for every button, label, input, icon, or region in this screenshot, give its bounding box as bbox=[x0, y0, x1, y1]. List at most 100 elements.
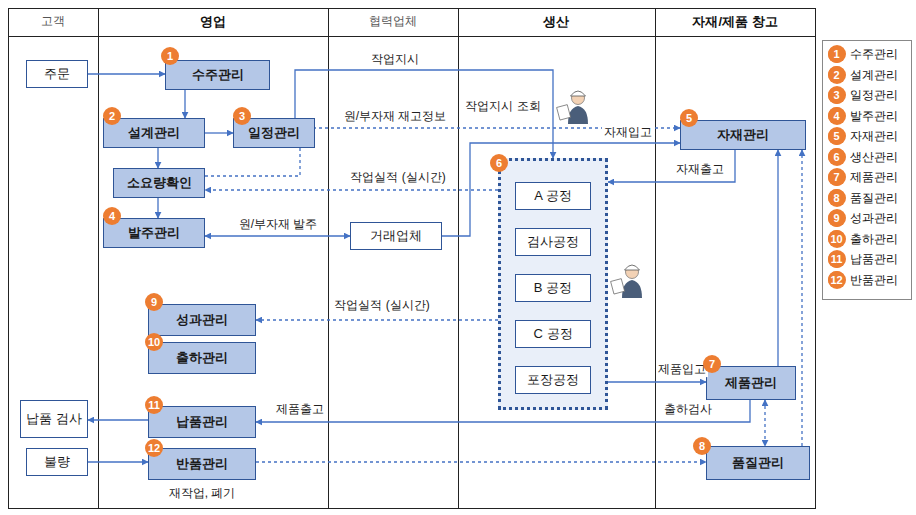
process-box: 주문 bbox=[26, 60, 88, 88]
box-text: 불량 bbox=[44, 454, 70, 470]
box-text: 자재관리 bbox=[717, 127, 769, 143]
box-text: 소요량확인 bbox=[127, 175, 192, 191]
box-text: 납품 검사 bbox=[26, 411, 82, 427]
worker-body bbox=[568, 106, 588, 124]
callout-number: 2 bbox=[828, 66, 846, 84]
legend-text: 설계관리 bbox=[850, 66, 898, 83]
edge-label: 자재출고 bbox=[674, 163, 726, 177]
legend-text: 반품관리 bbox=[850, 271, 898, 288]
process-box: 검사공정 bbox=[515, 228, 591, 256]
callout-number: 4 bbox=[828, 107, 846, 125]
connector bbox=[157, 198, 158, 218]
worker-paper bbox=[611, 279, 625, 294]
worker-helmet bbox=[571, 91, 586, 96]
box-text: 일정관리 bbox=[248, 125, 300, 141]
connector bbox=[256, 319, 498, 320]
callout-number: 11 bbox=[828, 250, 846, 268]
worker-body bbox=[622, 280, 642, 298]
connector bbox=[205, 189, 498, 190]
callout-number: 9 bbox=[828, 209, 846, 227]
lane-title: 고객 bbox=[41, 15, 65, 29]
box-text: 품질관리 bbox=[732, 455, 784, 471]
box-text: 발주관리 bbox=[128, 225, 180, 241]
note-label: 재작업, 폐기 bbox=[167, 487, 238, 501]
connector bbox=[184, 90, 185, 118]
process-box: 소요량확인 bbox=[113, 168, 205, 198]
connector bbox=[205, 132, 233, 133]
connector bbox=[205, 235, 350, 236]
callout-number: 8 bbox=[828, 189, 846, 207]
connector bbox=[801, 150, 802, 446]
lane-divider bbox=[458, 8, 459, 508]
box-text: 납품관리 bbox=[176, 414, 228, 430]
lane-lines bbox=[8, 8, 816, 509]
frame bbox=[9, 9, 816, 509]
callout-number: 1 bbox=[161, 47, 179, 65]
legend-text: 수주관리 bbox=[850, 46, 898, 63]
callout-number: 11 bbox=[145, 396, 163, 414]
legend-text: 발주관리 bbox=[850, 107, 898, 124]
note-label: 작업지시 조회 bbox=[463, 100, 542, 114]
lane-title: 협력업체 bbox=[369, 15, 417, 29]
lane-title: 자재/제품 창고 bbox=[692, 15, 777, 30]
callout-number: 2 bbox=[103, 107, 121, 125]
process-box: 품질관리 bbox=[706, 446, 810, 480]
process-box: 제품관리 bbox=[706, 366, 796, 400]
process-box: 불량 bbox=[26, 448, 88, 476]
lane-divider bbox=[655, 8, 656, 508]
box-text: 제품관리 bbox=[725, 375, 777, 391]
connector bbox=[764, 400, 765, 446]
callout-number: 3 bbox=[233, 107, 251, 125]
callout-number: 5 bbox=[680, 109, 698, 127]
worker-figure bbox=[611, 265, 642, 298]
legend-text: 제품관리 bbox=[850, 169, 898, 186]
lane-divider bbox=[328, 8, 329, 508]
process-box: 포장공정 bbox=[515, 366, 591, 394]
edge-label: 원/부자재 재고정보 bbox=[342, 110, 449, 124]
callout-number: 9 bbox=[145, 293, 163, 311]
edge-label: 자재입고 bbox=[602, 126, 654, 140]
process-box: 수주관리 bbox=[165, 60, 270, 90]
legend-text: 자재관리 bbox=[850, 128, 898, 145]
process-box: A 공정 bbox=[515, 182, 591, 210]
process-box: 반품관리 bbox=[148, 448, 256, 480]
callout-number: 3 bbox=[828, 86, 846, 104]
process-box: 납품관리 bbox=[148, 406, 256, 438]
box-text: 주문 bbox=[44, 66, 70, 82]
process-box: 성과관리 bbox=[148, 304, 256, 336]
box-text: 설계관리 bbox=[128, 125, 180, 141]
lane-title: 영업 bbox=[200, 15, 226, 30]
callout-number: 8 bbox=[693, 437, 711, 455]
box-text: 반품관리 bbox=[176, 456, 228, 472]
legend-text: 일정관리 bbox=[850, 87, 898, 104]
process-box: 발주관리 bbox=[103, 218, 205, 248]
callout-number: 1 bbox=[828, 45, 846, 63]
worker-paper bbox=[557, 105, 571, 120]
box-text: 출하관리 bbox=[176, 350, 228, 366]
process-box: B 공정 bbox=[515, 274, 591, 302]
connector bbox=[157, 148, 158, 168]
box-text: 포장공정 bbox=[527, 372, 579, 388]
connector bbox=[591, 381, 706, 382]
note-label: 출하검사 bbox=[662, 403, 714, 417]
edge-label: 작업실적 (실시간) bbox=[348, 171, 447, 185]
edge-label: 제품출고 bbox=[274, 403, 326, 417]
box-text: 수주관리 bbox=[192, 67, 244, 83]
callout-number: 10 bbox=[828, 230, 846, 248]
process-box: 납품 검사 bbox=[20, 400, 88, 438]
callout-number: 7 bbox=[828, 168, 846, 186]
legend-text: 성과관리 bbox=[850, 210, 898, 227]
worker-helmet bbox=[625, 265, 640, 270]
worker-face bbox=[626, 266, 639, 279]
lane-title: 생산 bbox=[543, 15, 569, 30]
process-box: 출하관리 bbox=[148, 342, 256, 374]
connector bbox=[88, 73, 165, 74]
box-text: 성과관리 bbox=[176, 312, 228, 328]
worker-face bbox=[572, 92, 585, 105]
callout-number: 10 bbox=[145, 333, 163, 351]
process-box: 설계관리 bbox=[103, 118, 205, 148]
process-group: A 공정검사공정B 공정C 공정포장공정 bbox=[498, 158, 608, 410]
edge-label: 원/부자재 발주 bbox=[237, 218, 320, 232]
